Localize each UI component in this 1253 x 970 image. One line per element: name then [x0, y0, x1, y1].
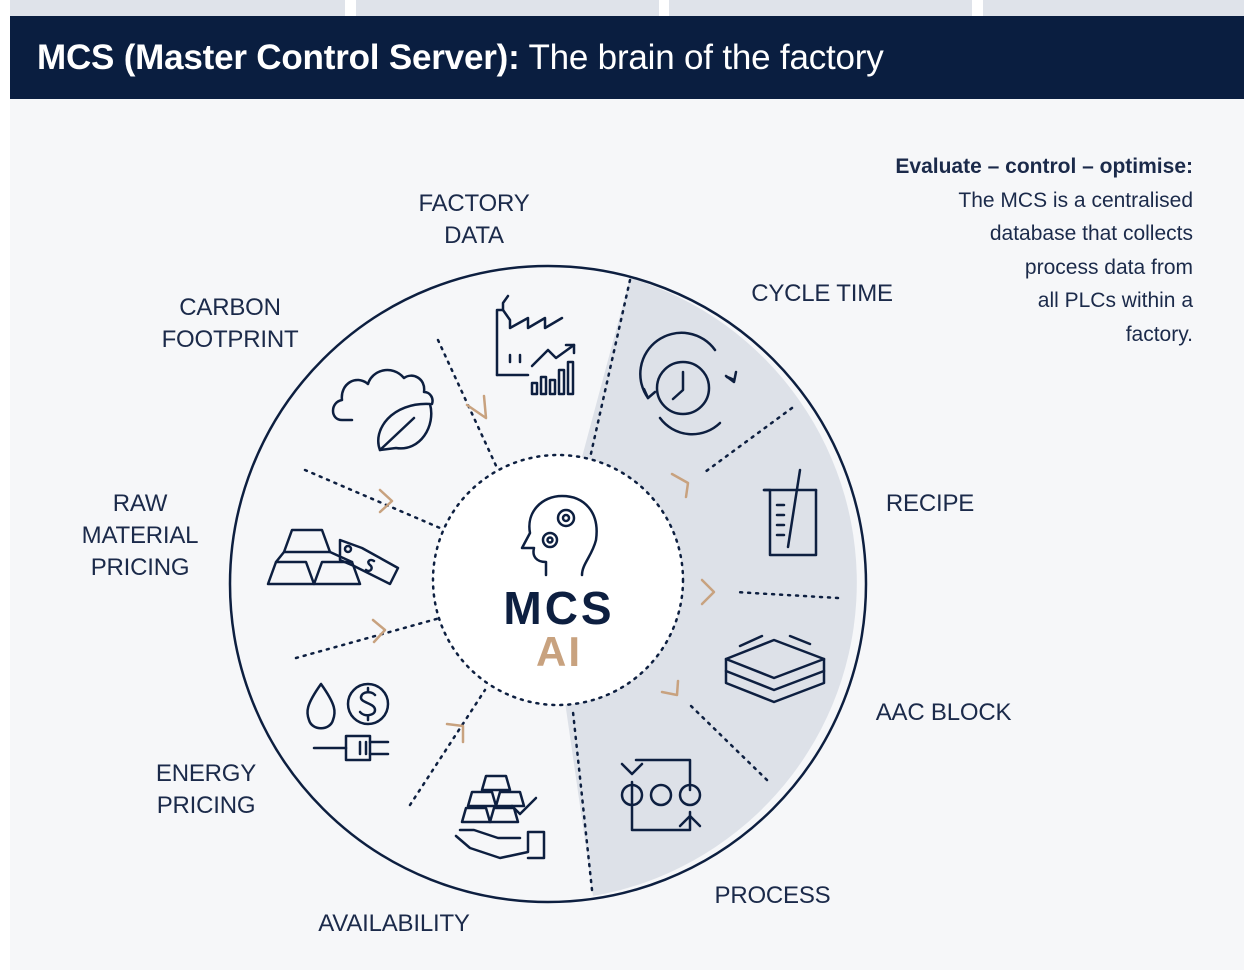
- label-energy-pricing: ENERGY PRICING: [145, 758, 267, 822]
- label-line: DATA: [444, 222, 504, 249]
- chevron-icon: [445, 722, 465, 744]
- top-tab[interactable]: [10, 0, 345, 16]
- cloud-leaf-icon: [331, 368, 434, 452]
- label-raw-material-pricing: RAW MATERIAL PRICING: [72, 488, 208, 584]
- chevron-icon: [700, 578, 716, 606]
- page-header: MCS (Master Control Server): The brain o…: [10, 16, 1244, 99]
- page-title-rest: The brain of the factory: [519, 37, 884, 77]
- inner-dotted-circle: [431, 453, 685, 707]
- center-mcs-label: MCS: [503, 582, 615, 634]
- label-line: PROCESS: [714, 882, 831, 909]
- label-line: MATERIAL: [81, 522, 199, 549]
- label-recipe: RECIPE: [880, 488, 980, 520]
- spoke-line: [733, 590, 840, 600]
- energy-price-icon: [306, 682, 390, 762]
- process-rollers-icon: [620, 758, 702, 832]
- intro-text: Evaluate – control – optimise: The MCS i…: [895, 150, 1193, 351]
- spoke-line: [588, 278, 632, 460]
- label-aac-block: AAC BLOCK: [866, 697, 1021, 729]
- intro-line: database that collects: [989, 222, 1193, 245]
- top-tab[interactable]: [356, 0, 659, 16]
- intro-line: all PLCs within a: [1037, 289, 1193, 312]
- intro-line: factory.: [1125, 322, 1193, 346]
- intro-line: process data from: [1024, 255, 1193, 279]
- spoke-line: [571, 710, 594, 892]
- label-line: AAC BLOCK: [875, 699, 1012, 726]
- label-line: RECIPE: [885, 490, 975, 517]
- label-factory-data: FACTORY DATA: [395, 188, 553, 252]
- label-line: AVAILABILITY: [318, 910, 470, 937]
- chevron-icon: [670, 472, 690, 499]
- beaker-icon: [762, 468, 818, 557]
- label-line: RAW: [112, 490, 168, 517]
- label-process: PROCESS: [705, 880, 840, 912]
- spoke-line: [294, 616, 442, 660]
- top-tab-strip: [10, 0, 1244, 16]
- brain-gears-icon: [520, 494, 598, 577]
- label-availability: AVAILABILITY: [305, 908, 483, 940]
- label-line: FACTORY: [418, 190, 530, 217]
- label-cycle-time: CYCLE TIME: [742, 278, 902, 310]
- chevron-icon: [371, 618, 387, 644]
- spoke-line: [408, 688, 487, 807]
- chevron-icon: [660, 679, 680, 697]
- clock-cycle-icon: [639, 331, 738, 436]
- page-title-bold: MCS (Master Control Server):: [37, 37, 520, 77]
- label-line: ENERGY: [155, 760, 257, 787]
- chevron-icon: [378, 488, 394, 514]
- chevron-icon: [465, 394, 488, 420]
- factory-chart-icon: [495, 294, 576, 396]
- block-stack-icon: [724, 634, 826, 704]
- spoke-line: [303, 468, 442, 530]
- intro-heading: Evaluate – control – optimise:: [895, 155, 1193, 178]
- label-line: PRICING: [90, 554, 190, 581]
- shaded-segment: [548, 278, 857, 896]
- spoke-line: [703, 406, 794, 474]
- center-ai-label: AI: [536, 628, 582, 675]
- spoke-line: [688, 703, 769, 782]
- intro-line: The MCS is a centralised: [958, 188, 1193, 212]
- label-carbon-footprint: CARBON FOOTPRINT: [150, 292, 310, 356]
- hand-gold-bars-icon: [454, 774, 546, 860]
- label-line: CYCLE TIME: [751, 280, 893, 307]
- top-tab[interactable]: [983, 0, 1244, 16]
- label-line: FOOTPRINT: [161, 326, 299, 353]
- label-line: PRICING: [156, 792, 256, 819]
- label-line: CARBON: [179, 294, 281, 321]
- page-title: MCS (Master Control Server): The brain o…: [37, 38, 884, 78]
- top-tab[interactable]: [669, 0, 972, 16]
- gold-price-tag-icon: [266, 528, 400, 586]
- outer-circle: [228, 264, 868, 904]
